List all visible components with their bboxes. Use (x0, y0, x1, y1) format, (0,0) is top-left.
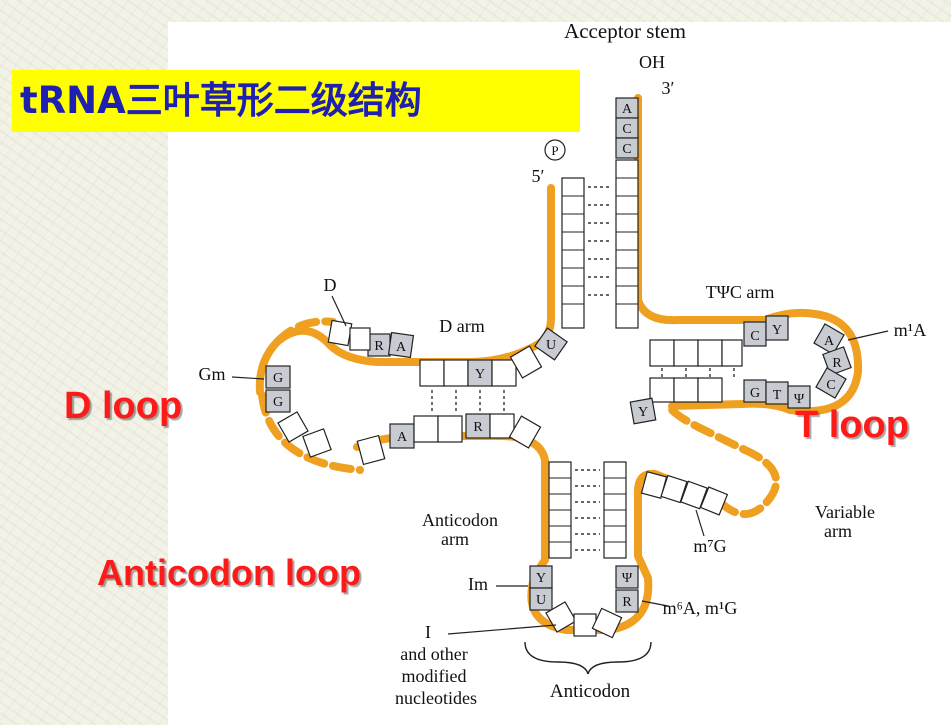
label-anticodon: Anticodon (550, 681, 631, 702)
label-variable-arm-2: arm (824, 521, 852, 541)
label-i-line2: and other (400, 644, 467, 664)
acceptor-stem: A C C (561, 97, 639, 329)
nuc-ac-r: R (622, 595, 632, 610)
anticodon-arm: Y U Ψ R (529, 461, 639, 639)
backbone-variable-arm-dashed (668, 406, 781, 519)
m6a-leader-line (641, 600, 669, 607)
label-d: D (324, 275, 337, 295)
i-leader-line (447, 624, 557, 635)
label-i-line3: modified (402, 666, 467, 686)
nuc-d-a: A (396, 340, 407, 355)
nuc-t-c2: C (826, 378, 835, 393)
backbone-dloop-dashed-bottom (258, 391, 364, 474)
gm-leader-line (231, 376, 265, 380)
label-anticodon-arm-2: arm (441, 529, 469, 549)
label-m7g: m⁷G (693, 536, 726, 556)
label-m1a: m¹A (894, 320, 926, 340)
nuc-d-lower-a: A (397, 430, 408, 445)
d-loop-nucleotides (265, 365, 332, 458)
nuc-acceptor-c2: C (622, 142, 631, 157)
label-phosphate: P (551, 143, 558, 158)
nuc-ac-psi: Ψ (622, 571, 633, 586)
label-i-line4: nucleotides (395, 688, 477, 708)
nuc-gm-g2: G (273, 395, 283, 410)
label-im-fragment: Im (468, 574, 488, 594)
anticodon-brace (524, 641, 652, 675)
nuc-t-g: G (750, 386, 760, 401)
phosphate-circle (544, 139, 566, 161)
nuc-acceptor-a: A (622, 102, 633, 117)
label-tpsic-arm: TΨC arm (706, 282, 775, 302)
nuc-d-lower-r: R (473, 420, 483, 435)
t-loop-label: T loop (795, 404, 909, 446)
label-i-line1: I (425, 622, 431, 642)
label-oh: OH (639, 52, 665, 72)
nuc-d-r: R (374, 339, 384, 354)
backbone-dloop-dashed-top (273, 317, 337, 346)
label-5prime: 5′ (532, 166, 545, 186)
nuc-ac-y: Y (536, 571, 546, 586)
d-arm: R A Y U A R (327, 319, 568, 466)
page-title: tRNA三叶草形二级结构 (12, 70, 580, 132)
nuc-t-r: R (832, 356, 842, 371)
nuc-t-t: T (773, 388, 782, 403)
nuc-d-y: Y (475, 367, 485, 382)
nuc-t-a: A (824, 334, 835, 349)
d-loop-label: D loop (64, 385, 183, 427)
nuc-ac-u: U (536, 593, 546, 608)
label-gm: Gm (199, 364, 226, 384)
nuc-t-c: C (750, 329, 759, 344)
nuc-t-y2: Y (638, 405, 648, 420)
label-acceptor-stem: Acceptor stem (564, 19, 686, 43)
nuc-t-y: Y (772, 323, 782, 338)
m7g-leader-line (695, 509, 705, 537)
label-variable-arm-1: Variable (815, 502, 875, 522)
label-d-arm: D arm (439, 316, 484, 336)
label-m6a-m1g: m⁶A, m¹G (663, 598, 738, 618)
m1a-leader-line (847, 330, 889, 341)
label-3prime: 3′ (662, 78, 675, 98)
nuc-gm-g1: G (273, 371, 283, 386)
d-leader-line (331, 295, 347, 327)
anticodon-loop-label: Anticodon loop (97, 552, 361, 593)
t-arm: C Y A R C G T Ψ Y (629, 315, 852, 425)
nuc-t-psi: Ψ (794, 392, 805, 407)
backbone-t-lower (668, 308, 863, 416)
nuc-d-u: U (546, 338, 556, 353)
variable-arm-nucleotides (640, 471, 729, 516)
label-anticodon-arm-1: Anticodon (422, 510, 498, 530)
nuc-acceptor-c1: C (622, 122, 631, 137)
